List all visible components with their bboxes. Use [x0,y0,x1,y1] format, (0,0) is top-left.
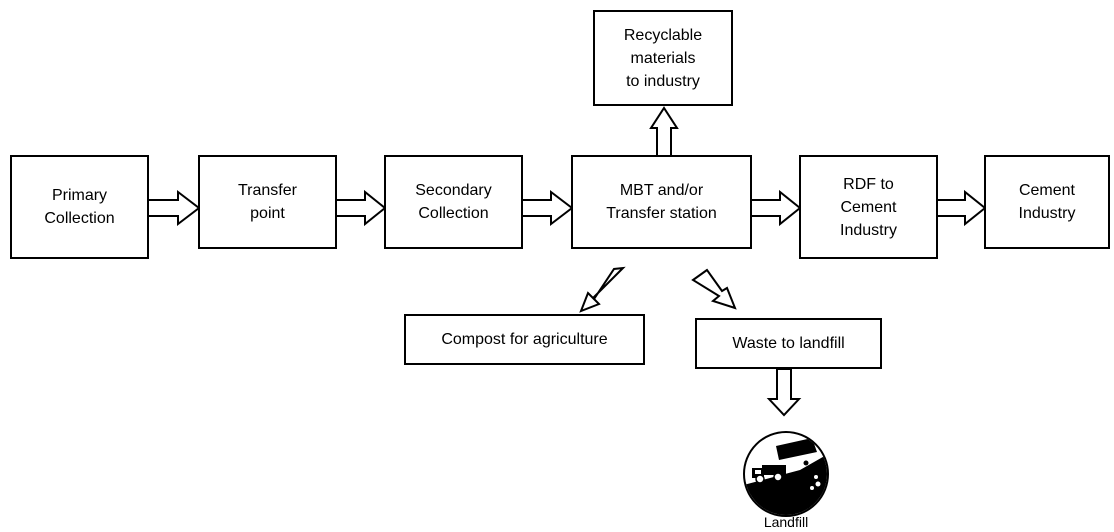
arrow-mbt-to-waste [691,268,737,310]
label-primary-collection: Primary Collection [44,187,115,227]
landfill-label: Landfill [763,514,809,530]
arrow-mbt-to-rdf [750,189,802,227]
box-recyclable-materials: Recyclable materials to industry [593,10,733,106]
label-mbt-transfer-station: MBT and/or Transfer station [606,182,717,222]
arrow-rdf-to-cement [936,189,987,227]
landfill-truck-icon [743,431,829,517]
label-secondary-collection: Secondary Collection [415,182,492,222]
arrow-mbt-to-recyclable [649,106,679,157]
box-rdf-to-cement: RDF to Cement Industry [799,155,938,259]
arrow-waste-to-landfill [766,368,802,417]
label-recyclable-materials: Recyclable materials to industry [623,26,703,90]
arrow-mbt-to-compost [579,266,626,313]
box-secondary-collection: Secondary Collection [384,155,523,249]
box-mbt-transfer-station: MBT and/or Transfer station [571,155,752,249]
arrow-secondary-to-mbt [521,189,574,227]
box-cement-industry: Cement Industry [984,155,1110,249]
label-rdf-to-cement: RDF to Cement Industry [840,175,897,239]
box-primary-collection: Primary Collection [10,155,149,259]
label-compost-for-agriculture: Compost for agriculture [441,331,608,348]
box-waste-to-landfill: Waste to landfill [695,318,882,369]
label-waste-to-landfill: Waste to landfill [732,335,845,352]
box-compost-for-agriculture: Compost for agriculture [404,314,645,365]
label-cement-industry: Cement Industry [1018,182,1076,222]
box-transfer-point: Transfer point [198,155,337,249]
label-transfer-point: Transfer point [238,182,297,222]
arrow-transfer-to-secondary [335,189,387,227]
arrow-primary-to-transfer [147,189,201,227]
